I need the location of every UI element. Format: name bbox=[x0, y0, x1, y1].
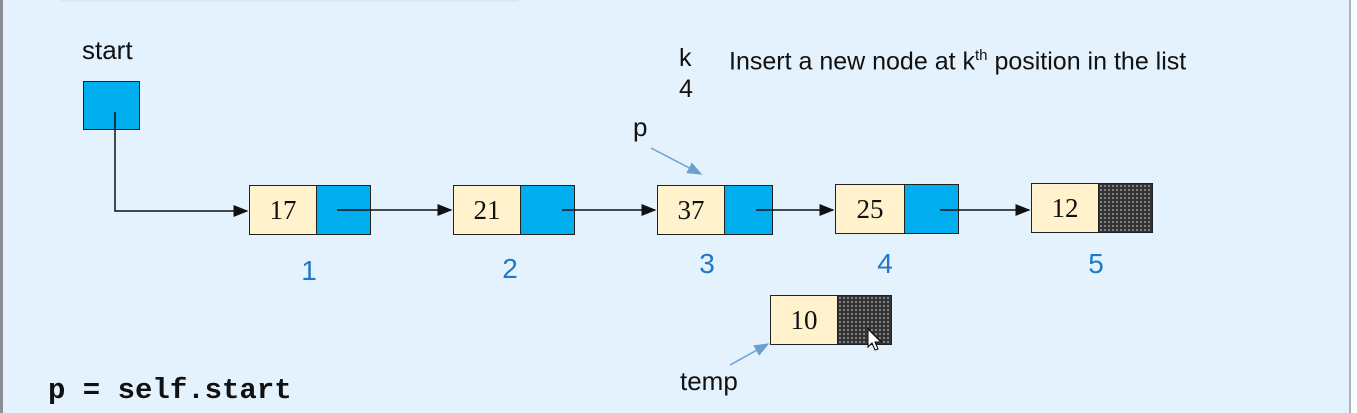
node-null-link bbox=[1099, 184, 1152, 232]
node-link bbox=[905, 185, 958, 233]
list-node-2: 21 bbox=[453, 185, 575, 235]
start-label: start bbox=[82, 35, 133, 65]
node-index-1: 1 bbox=[301, 255, 317, 286]
start-pointer-box bbox=[83, 81, 140, 130]
temp-label: temp bbox=[680, 366, 738, 396]
heading-superscript: th bbox=[974, 47, 988, 64]
node-index-3: 3 bbox=[699, 248, 715, 279]
node-info: 10 bbox=[771, 296, 838, 344]
node-null-link bbox=[838, 296, 891, 344]
node-index-5: 5 bbox=[1088, 248, 1104, 279]
node-info: 12 bbox=[1032, 184, 1099, 232]
node-info: 25 bbox=[836, 185, 905, 233]
list-node-1: 17 bbox=[249, 185, 371, 235]
code-line: p = self.start bbox=[48, 374, 292, 407]
temp-node: 10 bbox=[770, 295, 892, 345]
list-node-5: 12 bbox=[1031, 183, 1153, 233]
faded-header-bar bbox=[60, 0, 520, 2]
p-pointer-arrow bbox=[650, 147, 703, 175]
node-info: 21 bbox=[454, 186, 521, 234]
mouse-cursor-icon bbox=[867, 327, 883, 351]
window-edge-right bbox=[1349, 0, 1357, 413]
node-info: 17 bbox=[250, 186, 317, 234]
window-edge-left bbox=[0, 0, 3, 413]
heading-text-rest: position in the list bbox=[987, 47, 1187, 76]
temp-pointer-arrow bbox=[729, 343, 770, 366]
k-label: k bbox=[679, 44, 692, 72]
list-node-4: 25 bbox=[835, 184, 959, 234]
slide-heading: Insert a new node at kth position in the… bbox=[729, 47, 1186, 76]
node-index-2: 2 bbox=[502, 253, 518, 284]
p-label: p bbox=[633, 112, 648, 142]
start-arrow bbox=[114, 112, 249, 217]
node-info: 37 bbox=[658, 186, 725, 234]
k-value: 4 bbox=[679, 75, 693, 103]
node-index-4: 4 bbox=[877, 248, 893, 279]
heading-text: Insert a new node at k bbox=[729, 47, 975, 76]
